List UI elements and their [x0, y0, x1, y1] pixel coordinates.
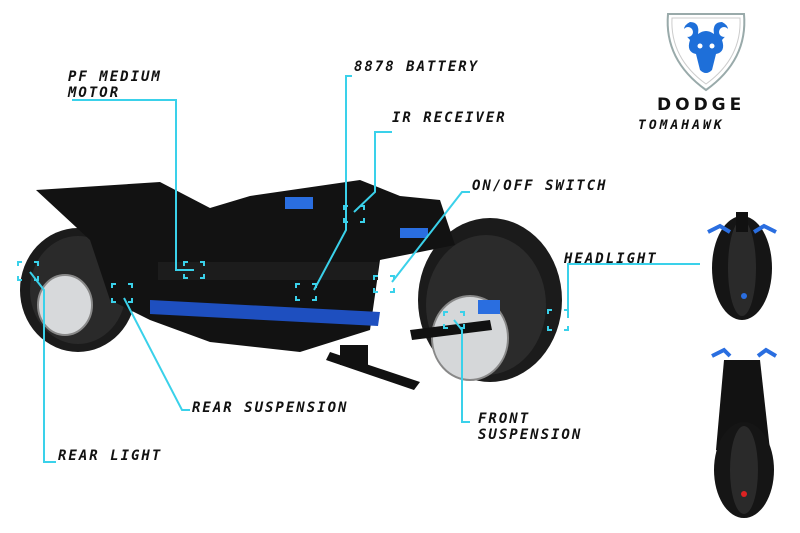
label-rear-light: REAR LIGHT	[58, 448, 163, 464]
marker-front-suspension	[443, 311, 465, 329]
label-battery: 8878 BATTERY	[354, 59, 480, 75]
callout-line-rear-suspension	[123, 297, 190, 411]
callout-line-switch	[391, 191, 470, 283]
callout-line-headlight	[567, 263, 700, 318]
marker-switch	[373, 275, 395, 293]
callout-line-rear-light	[29, 271, 56, 463]
label-pf-motor-line2: MOTOR	[68, 85, 121, 101]
marker-headlight	[547, 309, 569, 331]
callout-line-ir	[353, 131, 392, 213]
marker-rear-suspension	[111, 283, 133, 303]
marker-rear-light	[17, 261, 39, 281]
callout-line-pf-motor	[72, 99, 194, 271]
marker-battery	[295, 283, 317, 301]
callout-line-battery	[313, 75, 352, 291]
callout-line-front-suspension	[453, 319, 470, 423]
brand-model: TOMAHAWK	[638, 118, 725, 133]
label-rear-suspension: REAR SUSPENSION	[192, 400, 349, 416]
marker-ir	[343, 205, 365, 223]
label-front-suspension-line2: SUSPENSION	[478, 427, 583, 443]
label-switch: ON/OFF SWITCH	[472, 178, 608, 194]
label-pf-motor-line1: PF MEDIUM	[68, 69, 162, 85]
label-headlight: HEADLIGHT	[564, 251, 658, 267]
label-ir-receiver: IR RECEIVER	[392, 110, 507, 126]
label-front-suspension-line1: FRONT	[478, 411, 531, 427]
brand-name: DODGE	[657, 95, 746, 115]
marker-pf-motor	[183, 261, 205, 279]
